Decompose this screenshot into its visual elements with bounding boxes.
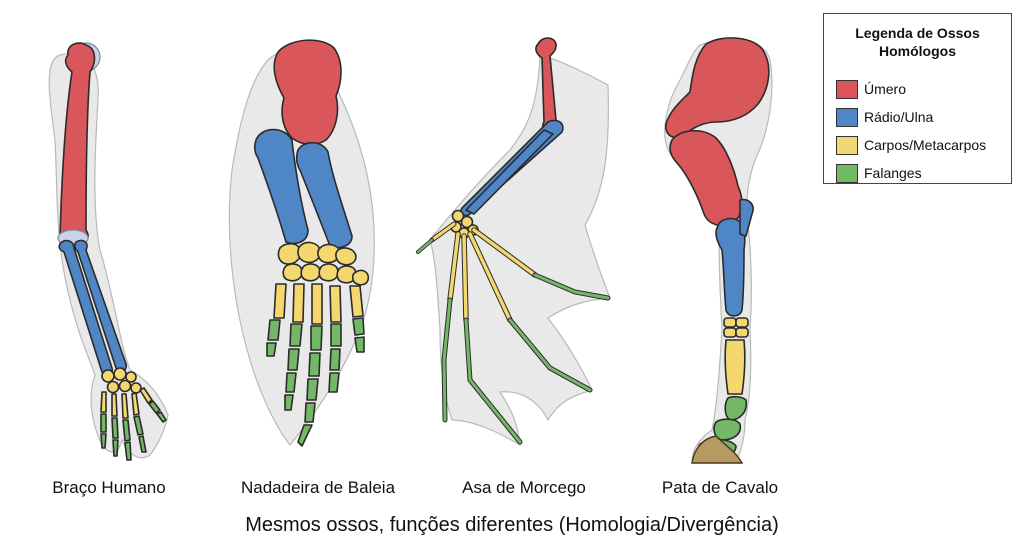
whale-phalanges xyxy=(266,317,365,447)
human-metacarpals xyxy=(100,387,153,419)
whale-carpals xyxy=(277,241,370,286)
diagram-caption: Mesmos ossos, funções diferentes (Homolo… xyxy=(245,514,779,536)
horse-hoof xyxy=(691,435,744,464)
whale-humerus xyxy=(273,39,342,146)
legend-label-carpos: Carpos/Metacarpos xyxy=(864,137,987,153)
bat-ulna xyxy=(465,129,554,215)
human-arm-label: Braço Humano xyxy=(52,478,166,497)
whale-ulna xyxy=(295,141,353,249)
horse-leg-label: Pata de Cavalo xyxy=(661,478,779,497)
whale-radius xyxy=(253,128,309,245)
horse-humerus xyxy=(665,37,770,139)
horse-metacarpal xyxy=(724,339,746,395)
legend-item-carpos: Carpos/Metacarpos xyxy=(836,134,986,156)
legend-box: Legenda de Ossos Homólogos Úmero Rádio/U… xyxy=(823,13,1012,184)
legend-title: Legenda de Ossos Homólogos xyxy=(855,25,980,59)
legend-swatch-falanges xyxy=(836,163,858,183)
human-phalanges xyxy=(100,400,167,461)
legend-swatch-carpos xyxy=(836,135,858,155)
legend-label-falanges: Falanges xyxy=(864,165,922,181)
horse-carpals xyxy=(723,317,749,338)
bat-wing-label: Asa de Morcego xyxy=(462,478,586,497)
legend-label-radio-ulna: Rádio/Ulna xyxy=(864,109,934,125)
human-arm xyxy=(48,42,169,461)
legend-swatch-radio-ulna xyxy=(836,107,858,127)
legend-item-falanges: Falanges xyxy=(836,162,922,184)
human-carpals xyxy=(101,367,142,394)
bat-digits xyxy=(416,221,611,445)
whale-flipper-label: Nadadeira de Baleia xyxy=(240,478,396,497)
horse-ulna xyxy=(739,198,754,237)
whale-flipper xyxy=(228,39,375,447)
legend-item-radio-ulna: Rádio/Ulna xyxy=(836,106,933,128)
legend-item-umero: Úmero xyxy=(836,78,906,100)
whale-metacarpals xyxy=(273,283,364,325)
legend-label-umero: Úmero xyxy=(864,81,907,97)
bat-wing xyxy=(416,37,611,447)
horse-leg xyxy=(664,37,773,464)
legend-swatch-umero xyxy=(836,79,858,99)
